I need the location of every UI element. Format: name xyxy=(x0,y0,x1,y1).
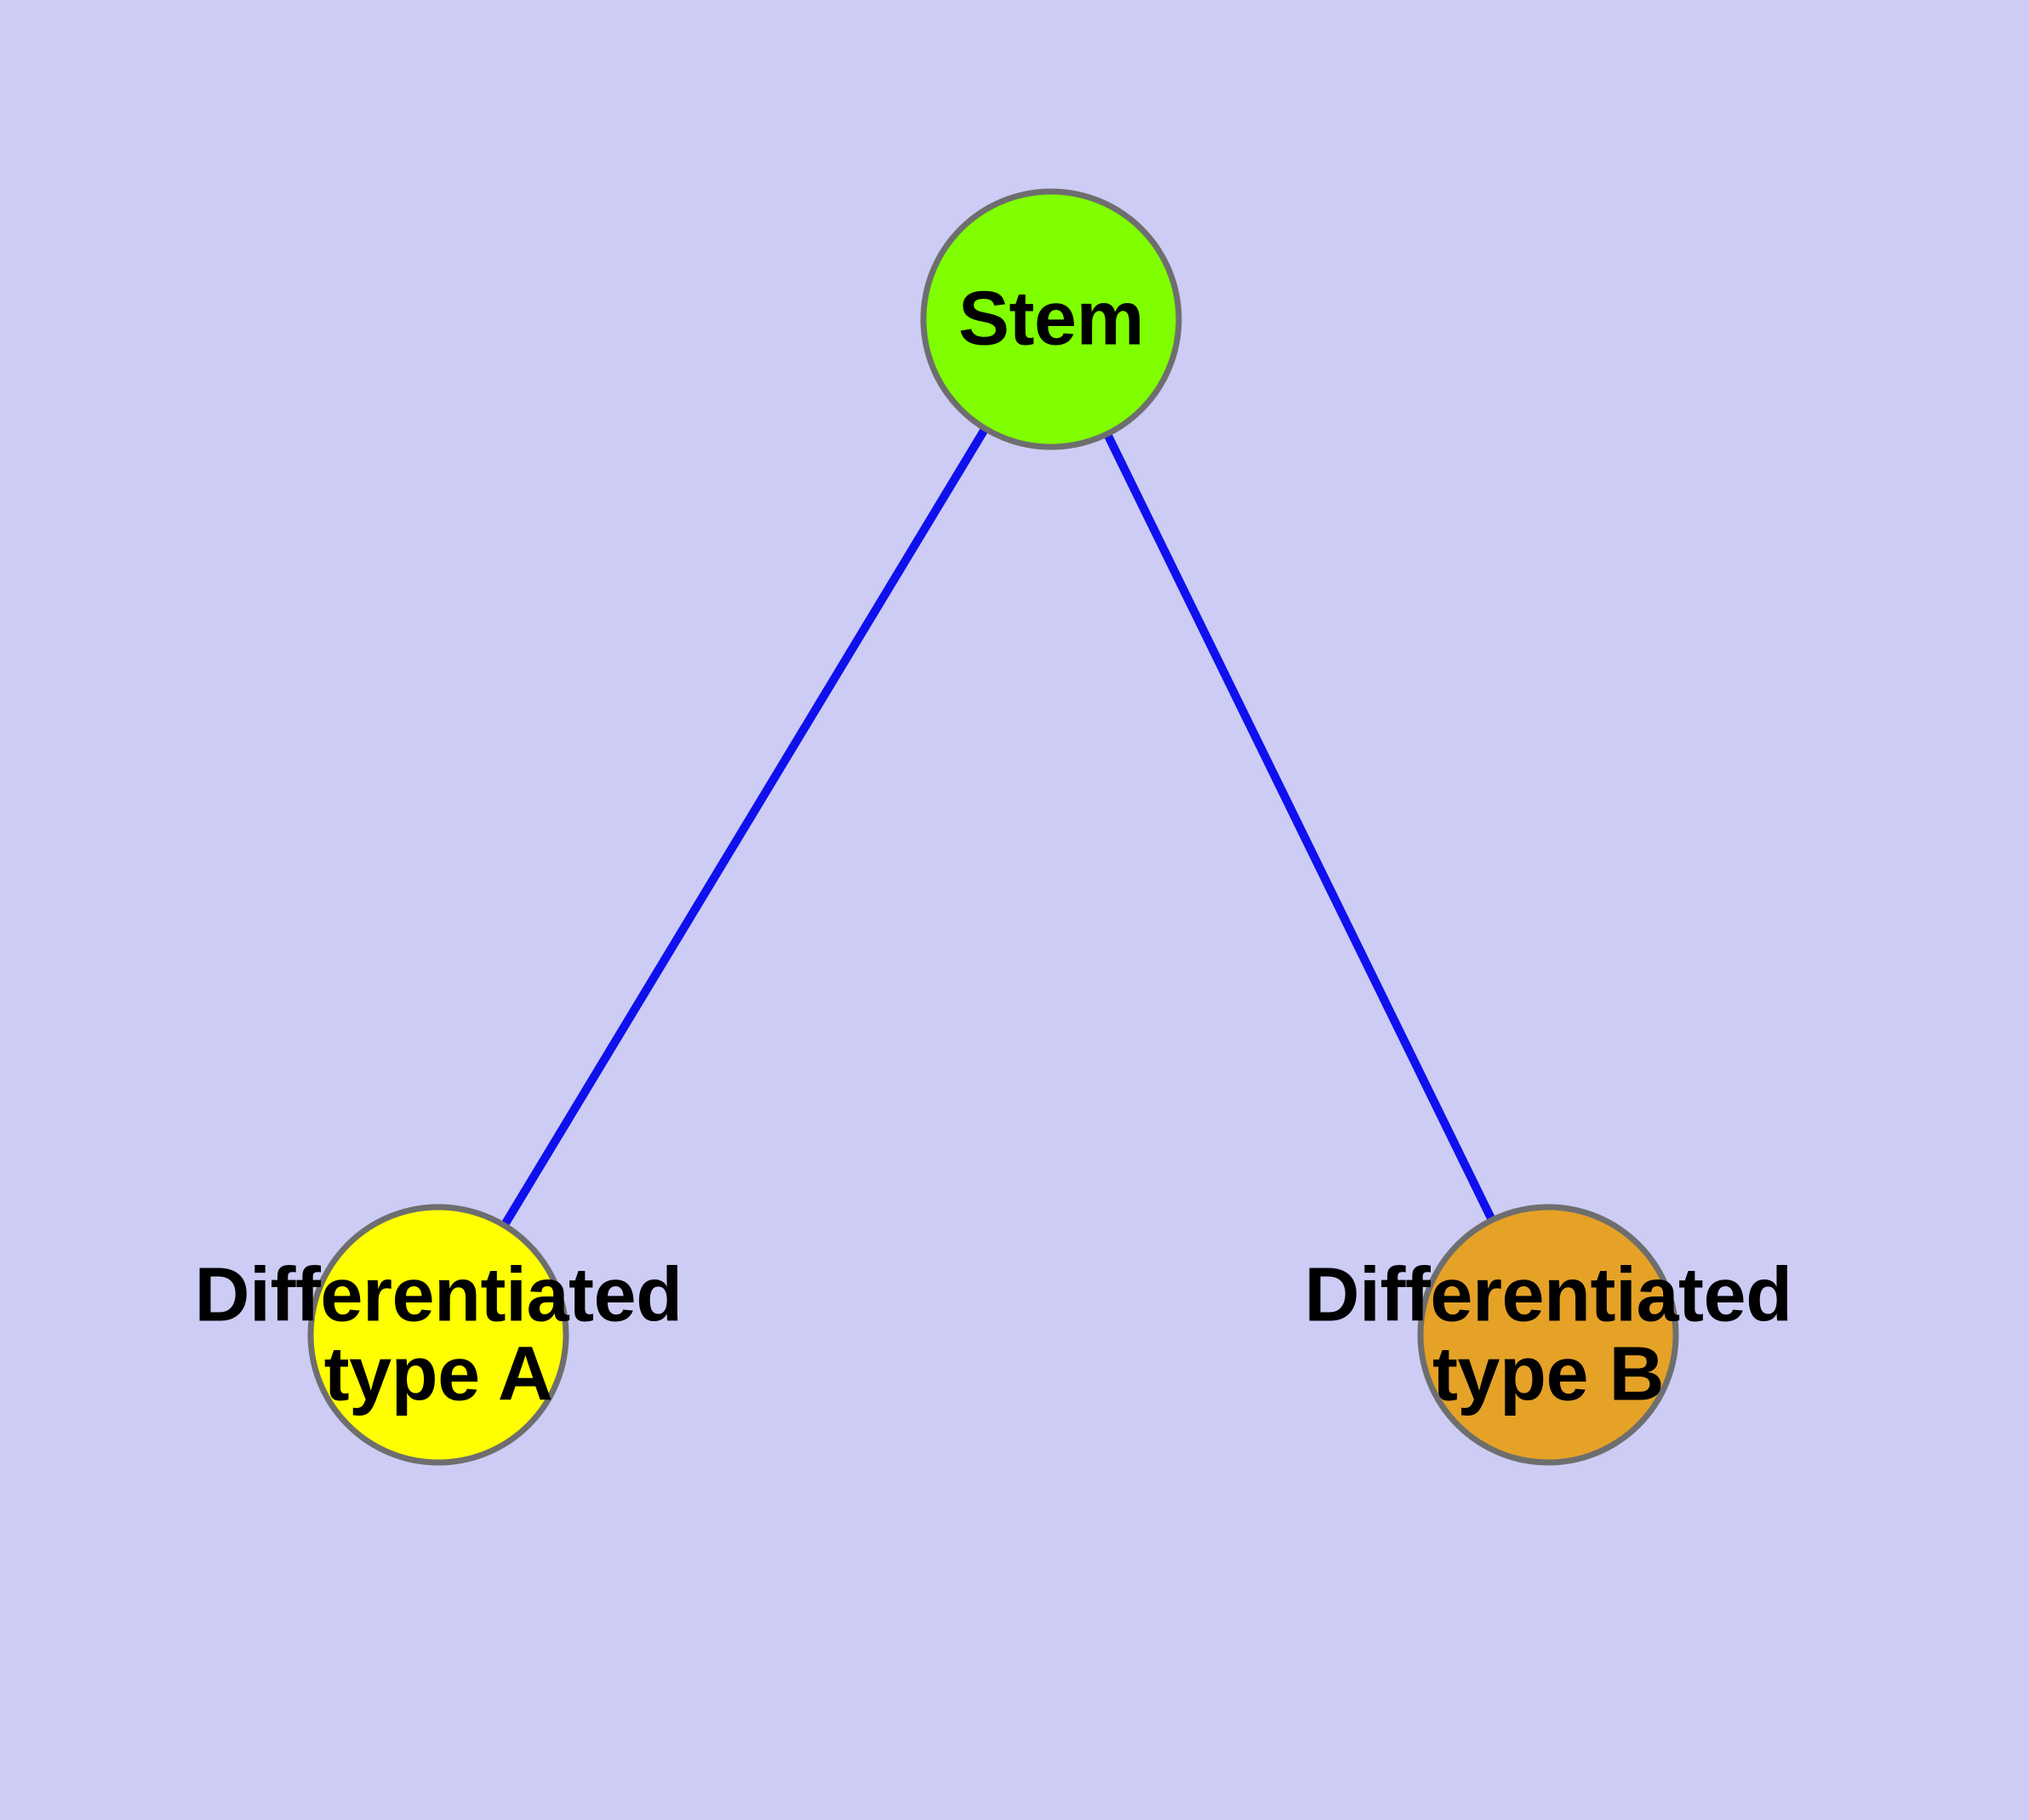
graph-edge-stem-to-diff-a[interactable] xyxy=(500,426,989,1228)
graph-node-diff-b[interactable] xyxy=(1417,1204,1679,1466)
graph-node-diff-a[interactable] xyxy=(307,1204,569,1466)
graph-node-stem[interactable] xyxy=(920,188,1182,450)
edges-layer xyxy=(500,426,1496,1228)
nodes-layer xyxy=(307,188,1679,1466)
graph-edge-stem-to-diff-b[interactable] xyxy=(1103,432,1496,1222)
